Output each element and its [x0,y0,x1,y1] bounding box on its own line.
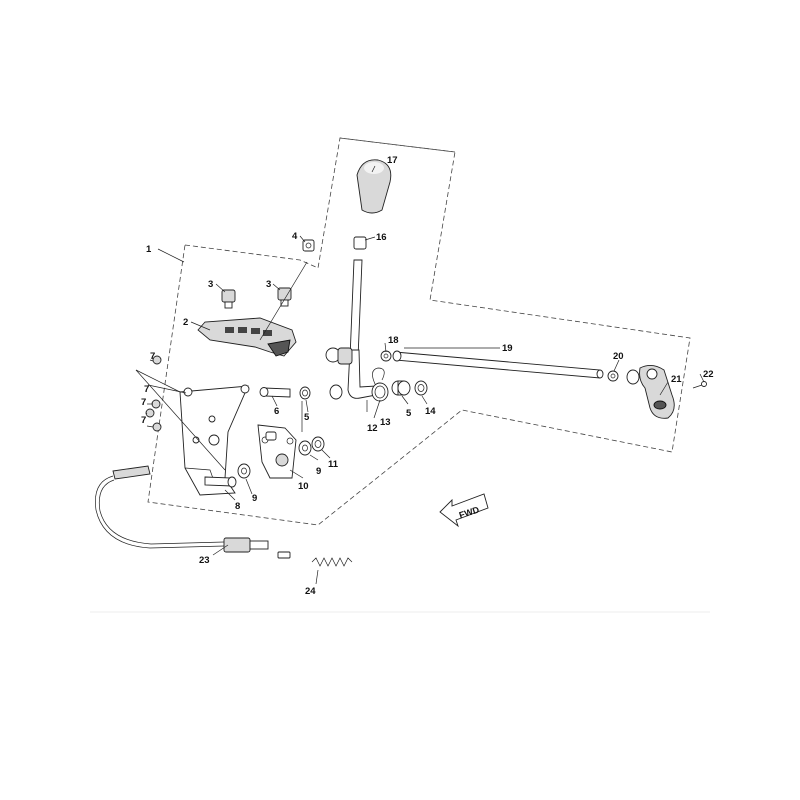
callout-6: 6 [274,406,279,417]
washer-11 [311,436,325,452]
fwd-direction-arrow: FWD [439,493,489,528]
callout-23: 23 [199,555,210,566]
callout-4: 4 [292,231,298,242]
screw-22 [692,381,707,389]
leader-lines [135,165,705,585]
bolt-7-c [145,408,155,418]
assembly-frame [147,137,691,526]
shift-rod [392,350,604,379]
callout-10: 10 [298,481,309,492]
nut-18 [380,350,392,362]
cable-mount-plate [257,424,297,479]
nut-20 [607,369,640,385]
callout-11: 11 [328,459,339,470]
callout-12: 12 [367,423,378,434]
shift-cable [95,465,291,559]
callout-5-right: 5 [406,408,412,419]
callout-7-b: 7 [144,384,149,395]
callout-7-c: 7 [141,397,146,408]
frame-divider [339,137,456,153]
callout-22: 22 [703,369,714,380]
callout-7-d: 7 [141,415,146,426]
bolt-7-d [152,422,162,432]
callout-9-left: 9 [252,493,257,504]
callout-17: 17 [387,155,398,166]
cable-spring [311,557,353,567]
callout-1: 1 [146,244,152,255]
pivot-pin [259,387,291,398]
callout-24: 24 [305,586,316,597]
bolt-7-b [151,399,161,409]
callout-8: 8 [235,501,240,512]
washer-9-right [298,440,312,456]
callout-20: 20 [613,351,624,362]
callout-labels: 1 2 3 3 4 17 16 18 19 20 21 22 12 13 5 1… [141,155,714,597]
bolt-3-left [221,289,236,309]
callout-5-left: 5 [304,412,310,423]
callout-14: 14 [425,406,436,417]
washer-14 [414,380,428,396]
callout-19: 19 [502,343,513,354]
callout-3-right: 3 [266,279,271,290]
callout-21: 21 [671,374,682,385]
callout-3-left: 3 [208,279,213,290]
nut-4 [302,239,315,252]
bolt-7-a [152,355,162,365]
shift-arm [639,365,675,419]
callout-7-a: 7 [150,351,155,362]
bolt-8 [204,476,237,488]
callout-18: 18 [388,335,399,346]
shift-lever [325,259,377,400]
callout-9-right: 9 [316,466,321,477]
callout-13: 13 [380,417,391,428]
return-spring [371,367,389,402]
bushing-5-right [391,380,411,396]
callout-16: 16 [376,232,387,243]
callout-2: 2 [183,317,188,328]
bolt-3-right [277,287,292,307]
shift-gate-cover [197,317,297,357]
washer-9-left [237,463,251,479]
bushing-5-left [299,386,311,400]
shift-knob [356,159,392,214]
knob-nut [353,236,367,250]
